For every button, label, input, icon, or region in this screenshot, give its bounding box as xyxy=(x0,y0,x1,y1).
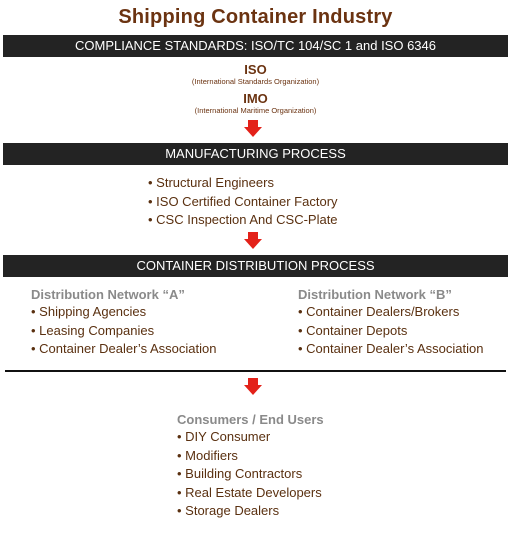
list-item: CSC Inspection And CSC-Plate xyxy=(148,211,337,230)
list-item: Shipping Agencies xyxy=(31,303,216,322)
manufacturing-list: Structural Engineers ISO Certified Conta… xyxy=(148,174,338,230)
distribution-banner: CONTAINER DISTRIBUTION PROCESS xyxy=(3,255,508,277)
list-item: Leasing Companies xyxy=(31,322,216,341)
network-a-list: Shipping Agencies Leasing Companies Cont… xyxy=(31,303,216,359)
list-item: Building Contractors xyxy=(177,465,322,484)
org-iso-name: ISO xyxy=(244,62,267,77)
network-b-heading: Distribution Network “B” xyxy=(298,287,452,302)
list-item: Storage Dealers xyxy=(177,502,322,521)
network-a-heading: Distribution Network “A” xyxy=(31,287,185,302)
down-arrow-icon xyxy=(244,120,262,137)
list-item: Structural Engineers xyxy=(148,174,338,193)
org-imo-full: (International Maritime Organization) xyxy=(194,106,317,115)
manufacturing-banner: MANUFACTURING PROCESS xyxy=(3,143,508,165)
page-title: Shipping Container Industry xyxy=(118,6,393,28)
down-arrow-icon xyxy=(244,232,262,249)
compliance-banner: COMPLIANCE STANDARDS: ISO/TC 104/SC 1 an… xyxy=(3,35,508,57)
network-b-list: Container Dealers/Brokers Container Depo… xyxy=(298,303,483,359)
org-iso-full: (International Standards Organization) xyxy=(191,77,320,86)
list-item: Container Dealer’s Association xyxy=(298,340,483,359)
consumers-heading: Consumers / End Users xyxy=(177,412,324,427)
list-item: Container Depots xyxy=(298,322,483,341)
list-item: DIY Consumer xyxy=(177,428,322,447)
list-item: Container Dealer’s Association xyxy=(31,340,216,359)
list-item: Container Dealers/Brokers xyxy=(298,303,483,322)
section-divider xyxy=(5,370,506,372)
list-item: Real Estate Developers xyxy=(177,484,322,503)
down-arrow-icon xyxy=(244,378,262,395)
list-item: ISO Certified Container Factory xyxy=(148,193,338,212)
consumers-list: DIY Consumer Modifiers Building Contract… xyxy=(177,428,322,521)
list-item: Modifiers xyxy=(177,447,322,466)
org-imo-name: IMO xyxy=(243,91,268,106)
